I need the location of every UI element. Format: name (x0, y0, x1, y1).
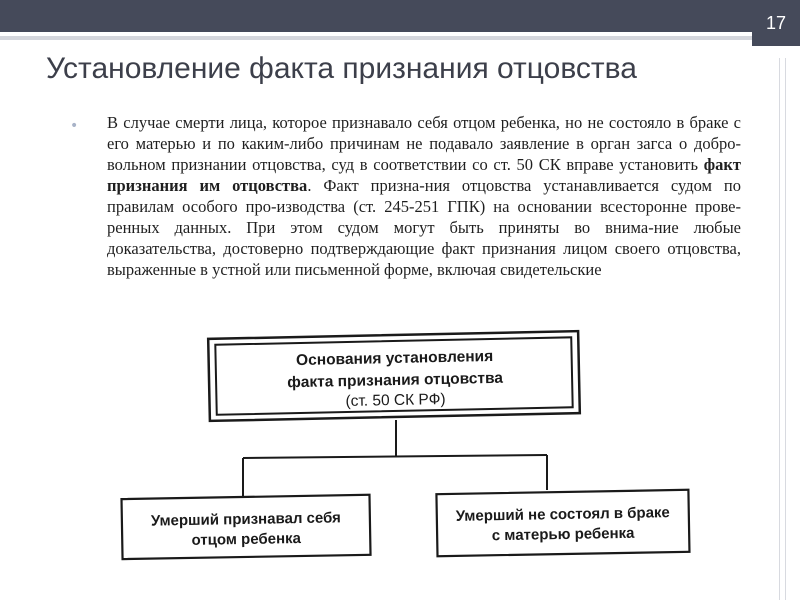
slide-number: 17 (752, 0, 800, 46)
top-bar (0, 0, 800, 32)
page-title: Установление факта признания отцовства (46, 52, 637, 85)
bullet-paragraph: В случае смерти лица, которое признавало… (107, 112, 741, 317)
right-box-line2: с матерью ребенка (492, 525, 636, 544)
bullet-text-bold: факт признания им отцовства (107, 155, 741, 195)
left-box-line2: отцом ребенка (191, 530, 301, 549)
bullet-text-part1: В случае смерти лица, которое признавало… (107, 113, 741, 174)
right-border-line-inner (785, 58, 786, 600)
right-border-line (779, 58, 780, 600)
connector-lines (242, 420, 548, 498)
top-bar-accent-line (0, 36, 800, 40)
right-box-line1: Умерший не состоял в браке (456, 504, 670, 525)
left-box-line1: Умерший признавал себя (151, 509, 341, 529)
root-box-line3: (ст. 50 СК РФ) (345, 391, 445, 410)
root-box: Основания установления факта признания о… (206, 329, 582, 423)
right-child-box: Умерший не состоял в браке с матерью реб… (435, 488, 691, 558)
left-child-box: Умерший признавал себя отцом ребенка (120, 493, 372, 561)
bullet-text-part2: . Факт призна-ния отцовства устанавливае… (107, 176, 741, 279)
root-box-line1: Основания установления (296, 348, 493, 369)
root-box-line2: факта признания отцовства (287, 370, 503, 392)
bullet-icon: • (70, 118, 79, 134)
